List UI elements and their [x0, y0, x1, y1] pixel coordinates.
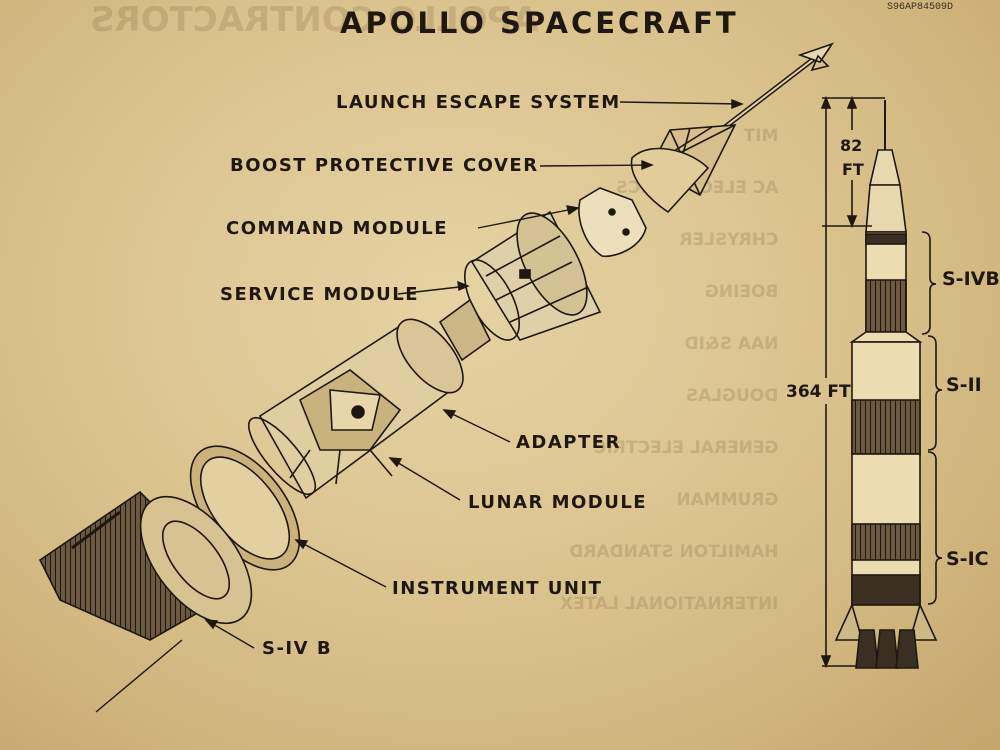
label-command-module: COMMAND MODULE — [226, 218, 449, 239]
leader-lines — [95, 98, 744, 713]
document-code: S96AP84509D — [887, 2, 954, 13]
height-top-value: 82 — [840, 136, 863, 155]
height-top-unit: FT — [842, 160, 864, 179]
height-total: 364 FT — [786, 382, 851, 402]
lunar-module-shape — [289, 369, 402, 485]
label-launch-escape-system: LAUNCH ESCAPE SYSTEM — [336, 92, 621, 113]
label-s-ivb-section: S-IV B — [262, 638, 333, 659]
page-title: APOLLO SPACECRAFT — [340, 6, 739, 40]
s-ivb-section-shape — [38, 490, 253, 641]
label-lunar-module: LUNAR MODULE — [468, 492, 648, 513]
service-module-shape — [438, 210, 602, 362]
label-boost-protective-cover: BOOST PROTECTIVE COVER — [230, 155, 539, 176]
saturn-v-rocket — [820, 95, 943, 669]
stage-label-s-ivb: S-IVB — [942, 268, 1000, 290]
stage-label-s-ii: S-II — [946, 374, 982, 396]
stage-label-s-ic: S-IC — [946, 548, 989, 570]
label-instrument-unit: INSTRUMENT UNIT — [392, 578, 603, 599]
label-service-module: SERVICE MODULE — [220, 284, 420, 305]
command-module-shape — [578, 187, 647, 258]
label-adapter: ADAPTER — [516, 432, 621, 453]
